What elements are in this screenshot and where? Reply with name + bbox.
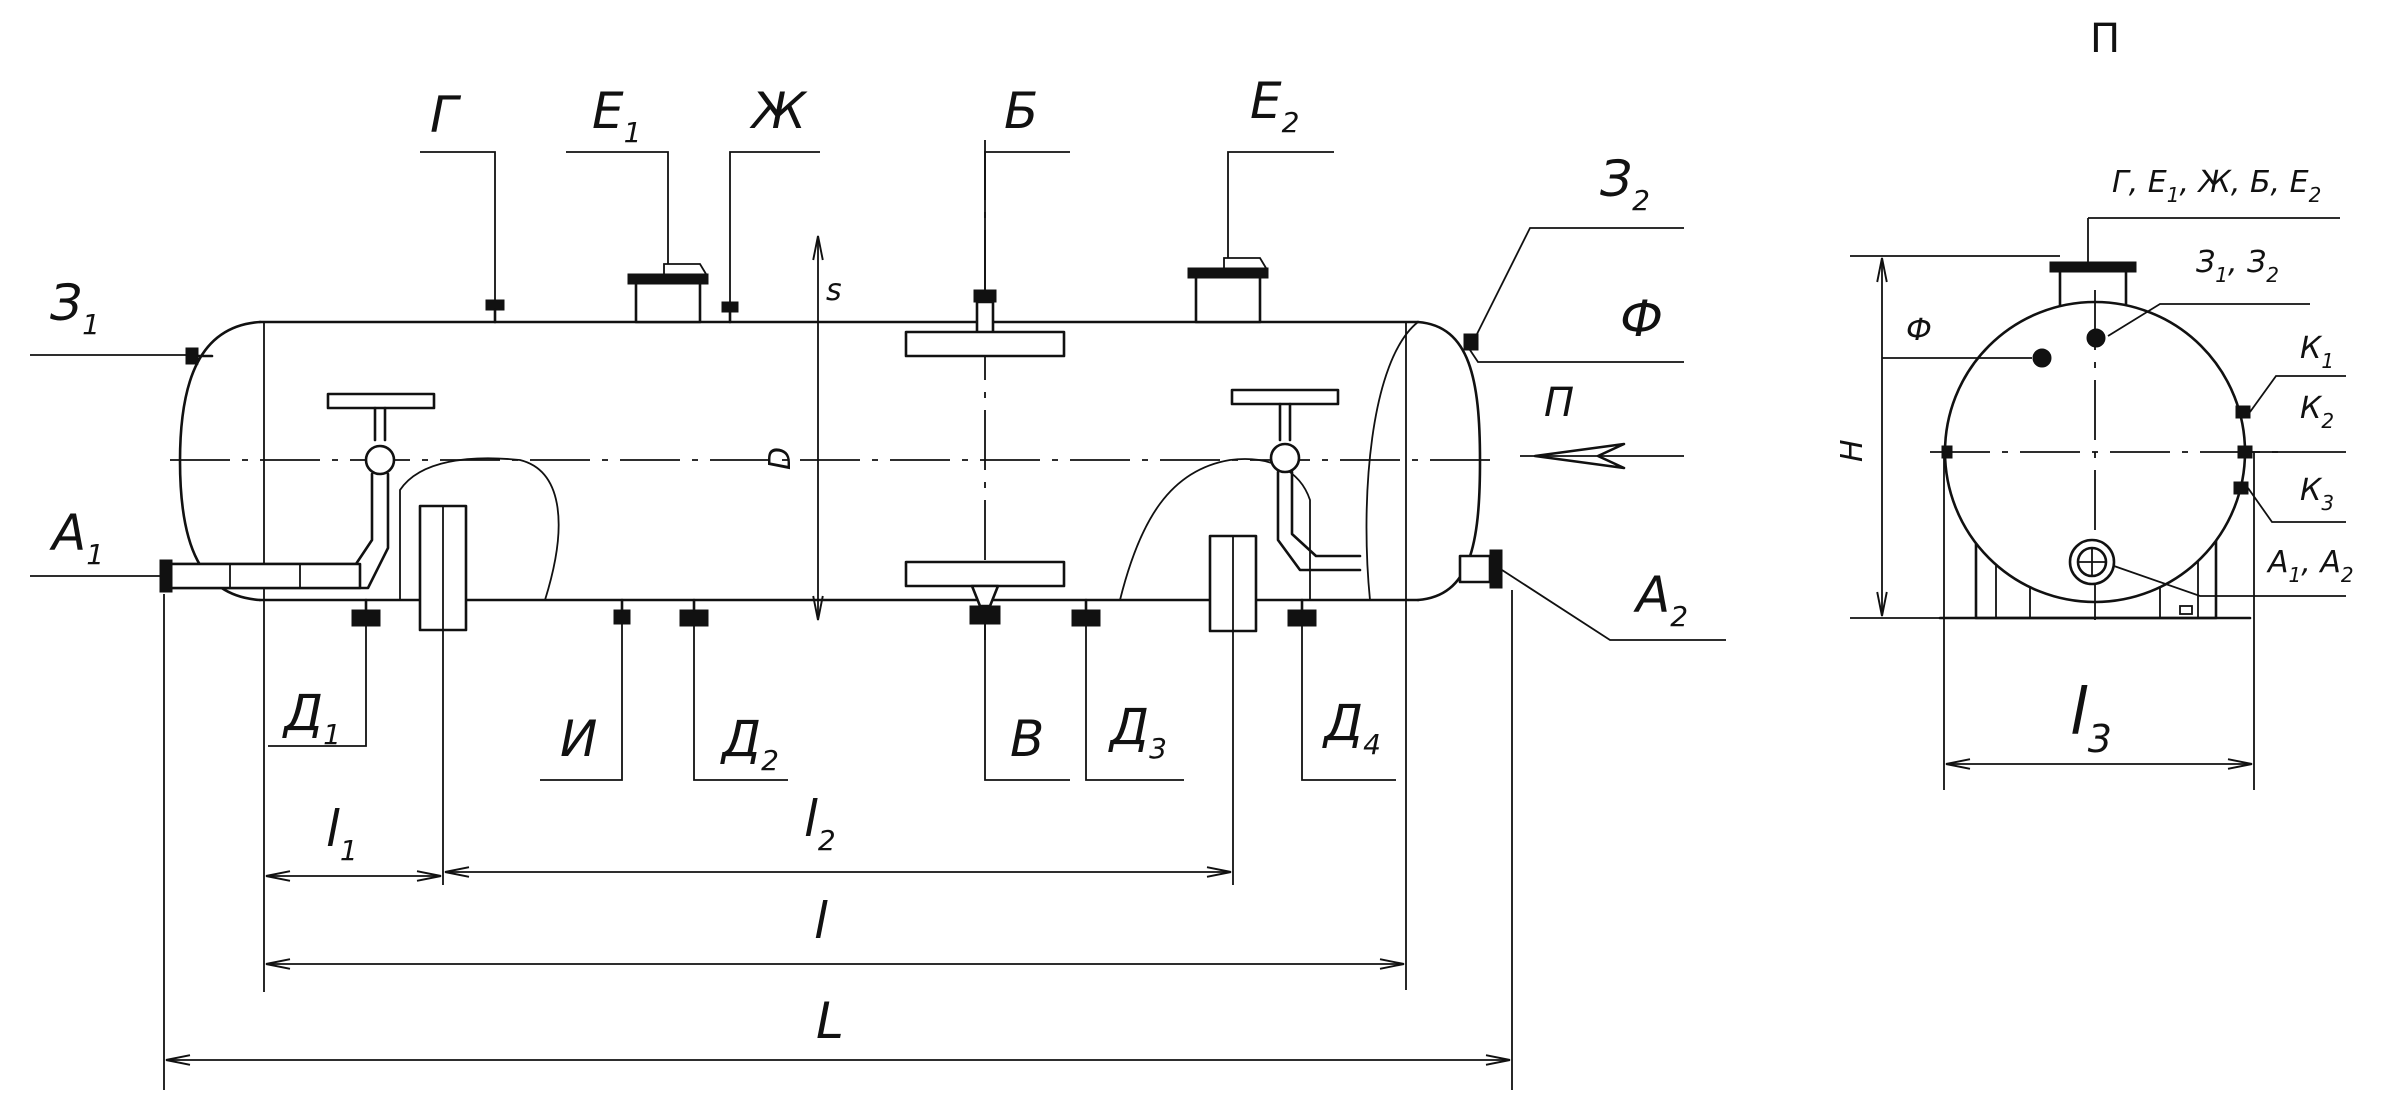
label-v: В bbox=[1010, 710, 1044, 768]
dim-L: L bbox=[816, 992, 844, 1050]
nozzle-z1 bbox=[185, 347, 214, 365]
label-s: s bbox=[826, 273, 842, 308]
label-f-end: Ф bbox=[1906, 313, 1932, 348]
label-d1: Д1 bbox=[282, 684, 341, 751]
label-i: И bbox=[560, 710, 597, 768]
side-view: Г Е1 Ж Б Е2 З1 З2 Ф П А1 А2 Д1 И Д2 В Д3… bbox=[30, 72, 1726, 1090]
nozzle-b bbox=[904, 289, 1066, 358]
label-view-p: П bbox=[1544, 380, 1574, 426]
label-a2: А2 bbox=[1633, 566, 1688, 633]
end-view-title: П bbox=[2090, 16, 2120, 62]
nozzle-zh bbox=[721, 301, 739, 324]
nozzle-i bbox=[613, 598, 631, 625]
label-zh: Ж bbox=[749, 82, 808, 140]
leader-lines bbox=[30, 151, 1726, 781]
side-labels: Г Е1 Ж Б Е2 З1 З2 Ф П А1 А2 Д1 И Д2 В Д3… bbox=[49, 72, 1688, 1050]
nozzle-d3 bbox=[1071, 598, 1101, 627]
inner-pipe-right bbox=[1230, 388, 1503, 589]
label-a1: А1 bbox=[49, 504, 104, 571]
dia-markers bbox=[808, 235, 828, 621]
label-e1: Е1 bbox=[592, 82, 641, 149]
bottom-internal-b bbox=[904, 560, 1066, 625]
label-d2: Д2 bbox=[720, 710, 779, 777]
nozzle-d4 bbox=[1287, 598, 1317, 627]
nozzle-e2 bbox=[1187, 257, 1269, 324]
inner-pipe-left bbox=[159, 392, 436, 593]
label-h: Н bbox=[1835, 439, 1870, 462]
label-f: Ф bbox=[1620, 290, 1663, 348]
nozzle-d1 bbox=[351, 598, 381, 627]
nozzle-d2 bbox=[679, 598, 709, 627]
label-g: Г bbox=[430, 86, 462, 144]
nozzle-z2 bbox=[1463, 333, 1479, 351]
label-z-pair: З1, З2 bbox=[2196, 245, 2279, 287]
label-b: Б bbox=[1004, 82, 1038, 140]
label-e2: Е2 bbox=[1250, 72, 1299, 139]
label-k2: К2 bbox=[2300, 391, 2334, 433]
label-k1: К1 bbox=[2300, 331, 2334, 373]
dim-l3: l3 bbox=[2070, 676, 2112, 761]
saddle-right bbox=[1119, 321, 1419, 633]
dimension-lines bbox=[163, 590, 1513, 1090]
label-d3: Д3 bbox=[1108, 698, 1167, 765]
dim-l2: l2 bbox=[804, 790, 836, 857]
label-z2: З2 bbox=[1600, 150, 1650, 217]
dim-l: l bbox=[814, 892, 828, 950]
label-top-nozzles: Г, Е1, Ж, Б, Е2 bbox=[2112, 165, 2321, 207]
label-a-pair: А1, А2 bbox=[2266, 545, 2354, 587]
label-z1: З1 bbox=[50, 274, 100, 341]
dim-l1: l1 bbox=[326, 800, 358, 867]
nozzle-e1 bbox=[627, 263, 709, 324]
nozzle-g bbox=[485, 299, 505, 324]
end-view: П bbox=[1835, 16, 2354, 790]
saddle-left bbox=[399, 457, 560, 632]
label-dia: D bbox=[763, 447, 798, 470]
label-k3: К3 bbox=[2300, 473, 2334, 515]
label-d4: Д4 bbox=[1322, 694, 1381, 761]
view-arrow-p bbox=[1520, 442, 1684, 470]
